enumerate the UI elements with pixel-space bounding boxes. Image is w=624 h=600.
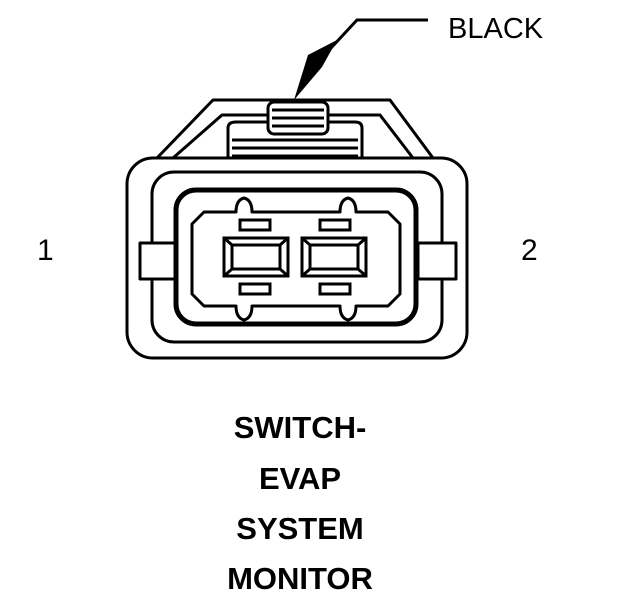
wire-color-label: BLACK [448,13,544,45]
component-name-line-1: SWITCH- [234,410,367,445]
pin-2-label: 2 [521,234,538,267]
callout-arrow [294,18,428,100]
connector-housing [125,98,469,360]
component-name-line-2: EVAP [259,461,341,496]
component-name-line-3: SYSTEM [236,511,363,546]
pin-1-label: 1 [37,234,54,267]
latch-ribs [232,100,358,158]
terminal-2 [300,218,368,296]
component-name: SWITCH- EVAP SYSTEM MONITOR [227,410,373,596]
terminal-1 [222,218,290,296]
component-name-line-4: MONITOR [227,561,373,596]
